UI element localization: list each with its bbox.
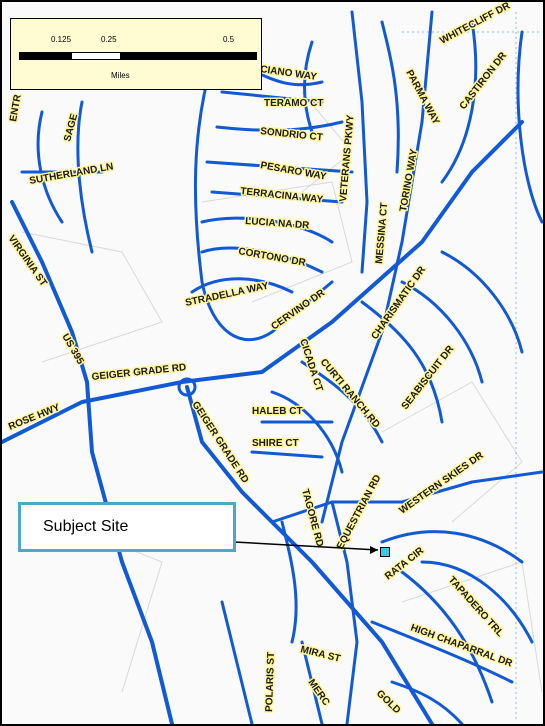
street-label: CORTONO DR — [237, 246, 307, 269]
scale-tick: 0.25 — [101, 35, 117, 44]
street-label: LUCIA NA DR — [245, 216, 311, 232]
street-label: PESARO WAY — [259, 160, 327, 183]
street-label: VETERANS PKWY — [338, 114, 357, 202]
street-label: MERC — [306, 677, 332, 707]
subject-site-label: Subject Site — [43, 518, 129, 535]
street-label: GOLD — [374, 688, 402, 716]
street-label: POLARIS ST — [264, 652, 277, 712]
street-label: TORINO WAY — [398, 148, 420, 213]
scale-tick: 0.125 — [51, 35, 72, 44]
street-label: HALEB CT — [252, 406, 303, 417]
subject-site-callout: Subject Site — [18, 502, 236, 552]
street-label: CIANO WAY — [260, 64, 318, 83]
street-label: SEABISCUIT DR — [400, 343, 457, 412]
street-label: CASTIRON DR — [458, 50, 510, 112]
street-label: US 395 — [59, 332, 85, 367]
street-label: GEIGER GRADE RD — [91, 362, 187, 383]
scale-tick: 0.5 — [223, 35, 235, 44]
callout-leader — [233, 541, 379, 554]
parcel-lines — [21, 12, 543, 722]
street-label: EQUESTRIAN RD — [335, 473, 384, 551]
street-label: TAPADERO TRL — [446, 575, 506, 639]
street-label: ENTR — [8, 93, 24, 122]
scale-units: Miles — [111, 71, 130, 80]
scale-bar-graphic — [19, 52, 257, 60]
scale-bar: 0.125 0.25 0.5 Miles — [10, 18, 262, 90]
street-label: CERVINO DR — [269, 287, 327, 332]
street-label: TAGORE RD — [299, 488, 325, 548]
street-label: STRADELLA WAY — [184, 280, 270, 308]
street-label: GEIGER GRADE RD — [189, 400, 250, 486]
street-label: TERAMO CT — [264, 98, 323, 109]
subject-site-marker[interactable] — [380, 547, 390, 557]
street-label: CHARISMATIC DR — [369, 264, 428, 342]
street-label: SUTHERLAND LN — [29, 161, 115, 187]
residential-roads — [20, 20, 543, 724]
street-label: SHIRE CT — [252, 438, 299, 449]
street-label: MESSINA CT — [374, 202, 390, 264]
street-label: TERRACINA WAY — [240, 186, 324, 206]
major-roads — [2, 10, 543, 724]
